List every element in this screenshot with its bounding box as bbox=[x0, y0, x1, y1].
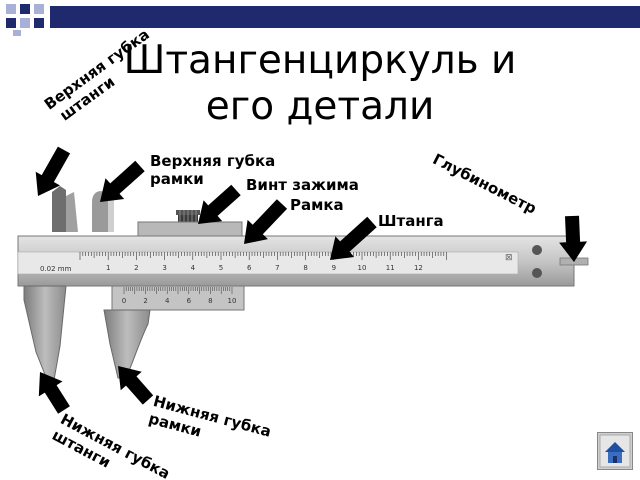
main-tick-label: 10 bbox=[358, 264, 367, 272]
main-tick-label: 11 bbox=[386, 264, 395, 272]
arrow-lower-jaw-bar bbox=[38, 372, 70, 414]
rivet-top bbox=[532, 245, 542, 255]
main-tick-label: 8 bbox=[303, 264, 307, 272]
label-upper-jaw-frame-line2: рамки bbox=[150, 170, 204, 188]
brand-mark: ⊠ bbox=[505, 253, 513, 263]
vernier-tick-label: 4 bbox=[165, 297, 170, 305]
frame-top bbox=[137, 221, 243, 237]
header-stripe bbox=[50, 6, 640, 28]
lower-jaw-bar bbox=[23, 285, 67, 383]
lower-jaw-frame bbox=[103, 309, 151, 379]
main-scale-ticks bbox=[79, 252, 447, 260]
scale-marking: 0.02 mm bbox=[40, 265, 72, 273]
home-icon bbox=[605, 442, 625, 463]
main-tick-label: 3 bbox=[162, 264, 166, 272]
label-upper-jaw-frame-line1: Верхняя губка bbox=[150, 152, 276, 170]
home-button[interactable] bbox=[597, 432, 633, 470]
arrow-clamp-screw bbox=[198, 184, 241, 224]
vernier-tick-label: 6 bbox=[187, 297, 192, 305]
vernier-tick-label: 2 bbox=[143, 297, 147, 305]
decorative-header-bar bbox=[0, 0, 640, 36]
main-tick-label: 2 bbox=[134, 264, 138, 272]
main-tick-label: 4 bbox=[191, 264, 196, 272]
vernier-tick-label: 0 bbox=[122, 297, 126, 305]
title-line-2: его детали bbox=[205, 84, 435, 129]
arrow-upper-jaw-bar bbox=[35, 146, 71, 196]
vernier-tick-label: 10 bbox=[228, 297, 237, 305]
arrow-lower-jaw-frame bbox=[118, 366, 154, 405]
arrow-upper-jaw-frame bbox=[100, 160, 145, 202]
upper-jaw-bar bbox=[52, 186, 66, 232]
main-tick-label: 6 bbox=[247, 264, 252, 272]
title-line-1: Штангенциркуль и bbox=[123, 38, 517, 83]
label-upper-jaw-frame: Верхняя губка рамки bbox=[150, 152, 275, 188]
arrow-frame bbox=[244, 199, 288, 244]
rivet-bottom bbox=[532, 268, 542, 278]
main-tick-label: 12 bbox=[414, 264, 423, 272]
arrow-bar bbox=[330, 216, 377, 260]
vernier-tick-label: 8 bbox=[208, 297, 212, 305]
main-tick-label: 9 bbox=[332, 264, 336, 272]
pointer-arrows bbox=[35, 146, 588, 414]
clamp-screw bbox=[176, 210, 200, 222]
main-tick-label: 1 bbox=[106, 264, 110, 272]
label-bar: Штанга bbox=[378, 212, 444, 230]
label-frame: Рамка bbox=[290, 196, 344, 214]
label-clamp-screw: Винт зажима bbox=[246, 176, 359, 194]
arrow-depth-gauge bbox=[559, 215, 588, 262]
vernier-ticks bbox=[123, 287, 233, 294]
main-tick-label: 7 bbox=[275, 264, 279, 272]
vernier-labels: 0 2 4 6 8 10 bbox=[122, 297, 237, 305]
main-tick-label: 5 bbox=[219, 264, 223, 272]
slide-title: Штангенциркуль и его детали bbox=[90, 38, 550, 130]
